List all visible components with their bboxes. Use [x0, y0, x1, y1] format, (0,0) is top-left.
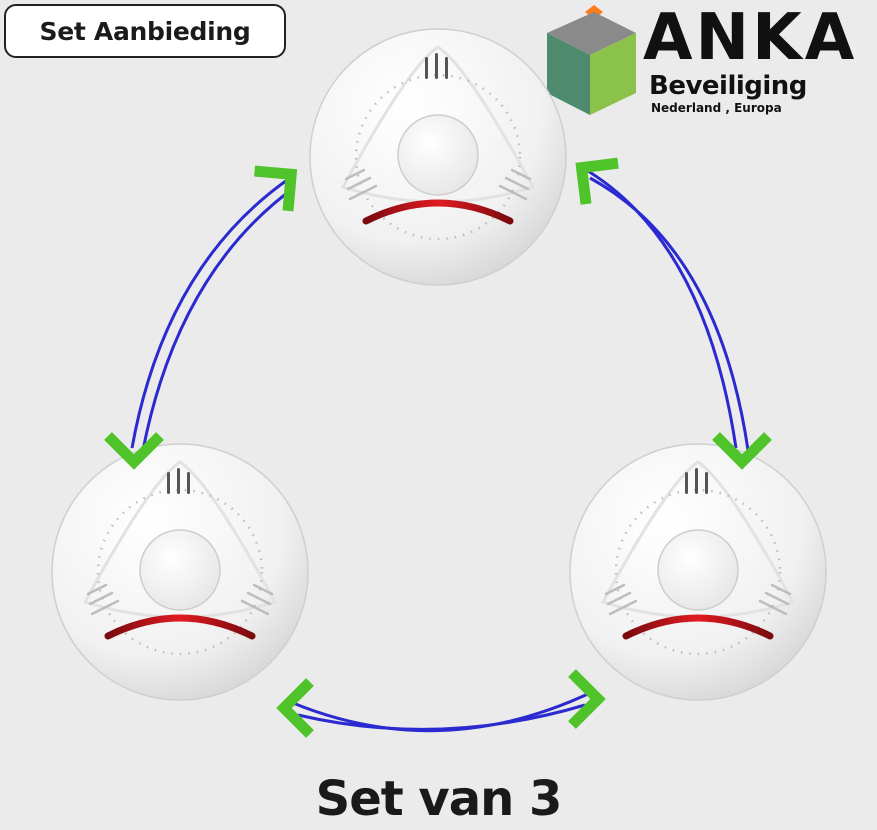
smoke-detector-icon [52, 444, 308, 700]
link-lines [130, 166, 750, 733]
caption-set-count: Set van 3 [315, 771, 563, 827]
cube-logo-icon [547, 5, 636, 115]
smoke-detector-icon [570, 444, 826, 700]
link-right-a [582, 166, 738, 449]
logo-region: Nederland , Europa [651, 101, 782, 115]
link-left-a [130, 176, 291, 449]
link-right-b [589, 176, 750, 451]
wireless-link-arrow-icon [566, 147, 619, 204]
logo-subtitle: Beveiliging [649, 71, 807, 101]
logo-wordmark: ANKA [643, 1, 858, 75]
link-bottom-a [292, 691, 591, 733]
smoke-detector-icon [310, 29, 566, 285]
link-bottom-b [297, 703, 586, 731]
link-left-b [141, 185, 296, 451]
offer-badge: Set Aanbieding [4, 4, 286, 58]
anka-logo: ANKA Beveiliging Nederland , Europa [540, 0, 877, 130]
